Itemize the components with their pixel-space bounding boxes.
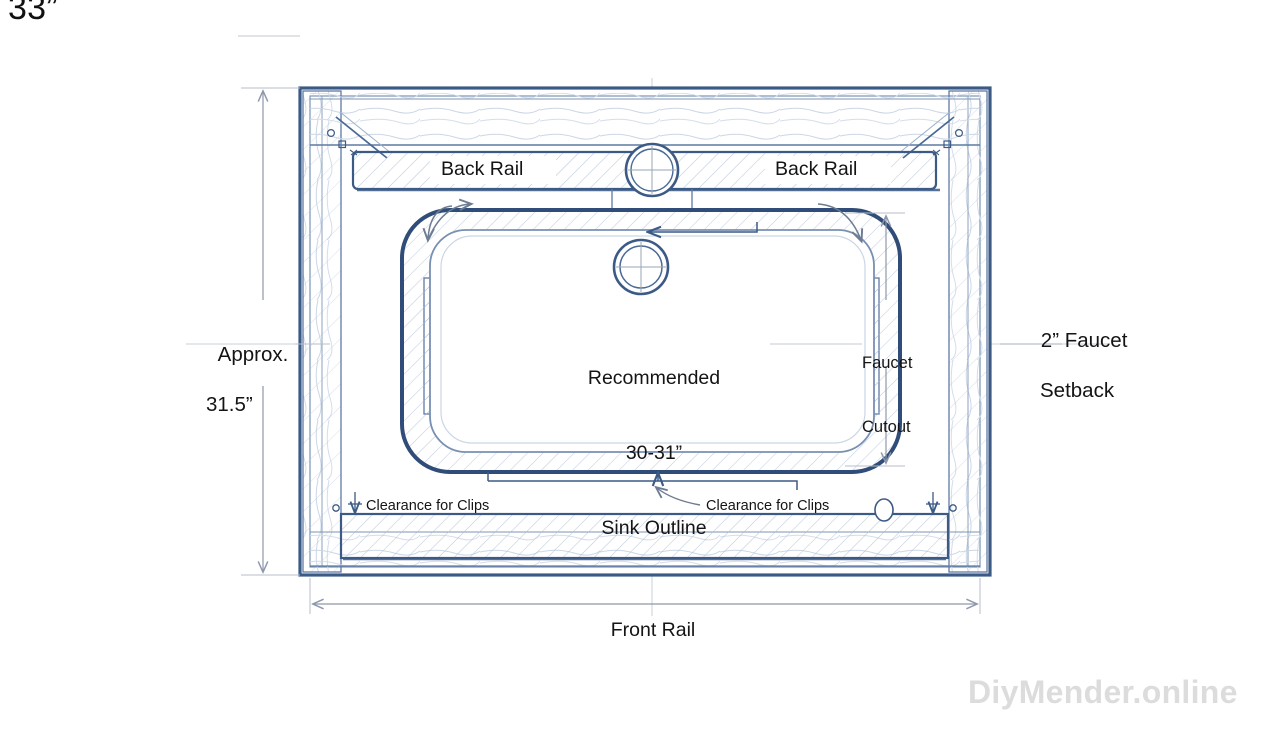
front-rail-member: [339, 512, 950, 561]
clearance-clips-label-left: Clearance for Clips: [366, 498, 490, 514]
clip-fastener-right: [926, 492, 957, 512]
faucet-hole-circle: [624, 142, 680, 198]
approx-depth-label: Approx. 31.5”: [196, 317, 288, 467]
curved-arrow-right: [817, 203, 864, 244]
overall-width-label: 33”: [8, 0, 58, 27]
sink-outline: [400, 208, 902, 474]
watermark: DiyMender.online: [968, 674, 1238, 710]
dimension-depth: [241, 87, 330, 576]
sink-drain-circle: [612, 238, 670, 296]
sink-outline-line3: Sink Outline: [601, 516, 707, 539]
faucet-setback-label: 2” Faucet Setback: [1018, 303, 1127, 453]
approx-depth-line2: 31.5”: [206, 393, 253, 416]
back-rail-label-left: Back Rail: [441, 158, 524, 180]
faucet-cutout-label: Faucet Cutout: [862, 310, 912, 482]
faucet-setback-line1: 2” Faucet: [1040, 329, 1128, 352]
dimension-width: [309, 578, 981, 614]
curved-arrow-left-down: [422, 205, 453, 243]
faucet-cutout-line2: Cutout: [862, 418, 911, 437]
faucet-cutout-line1: Faucet: [862, 353, 913, 372]
approx-depth-line1: Approx.: [217, 343, 289, 366]
dimension-faucet-cutout: [845, 212, 905, 467]
drain-knockout-circle: [874, 498, 894, 522]
sink-rim-leader-top: [649, 222, 758, 232]
sink-outline-line2: 30-31”: [625, 441, 683, 464]
faucet-setback-line2: Setback: [1040, 379, 1115, 402]
clip-fastener-left: [332, 492, 362, 512]
sink-rim-leader-bottom: [658, 474, 798, 490]
clearance-clips-label-right: Clearance for Clips: [706, 498, 830, 514]
back-rail-label-right: Back Rail: [775, 158, 858, 180]
sink-outline-line1: Recommended: [587, 366, 721, 389]
sink-outline-label: Recommended 30-31” Sink Outline: [545, 316, 763, 590]
front-rail-label: Front Rail: [610, 619, 696, 641]
clearance-leader-right: [654, 485, 701, 506]
